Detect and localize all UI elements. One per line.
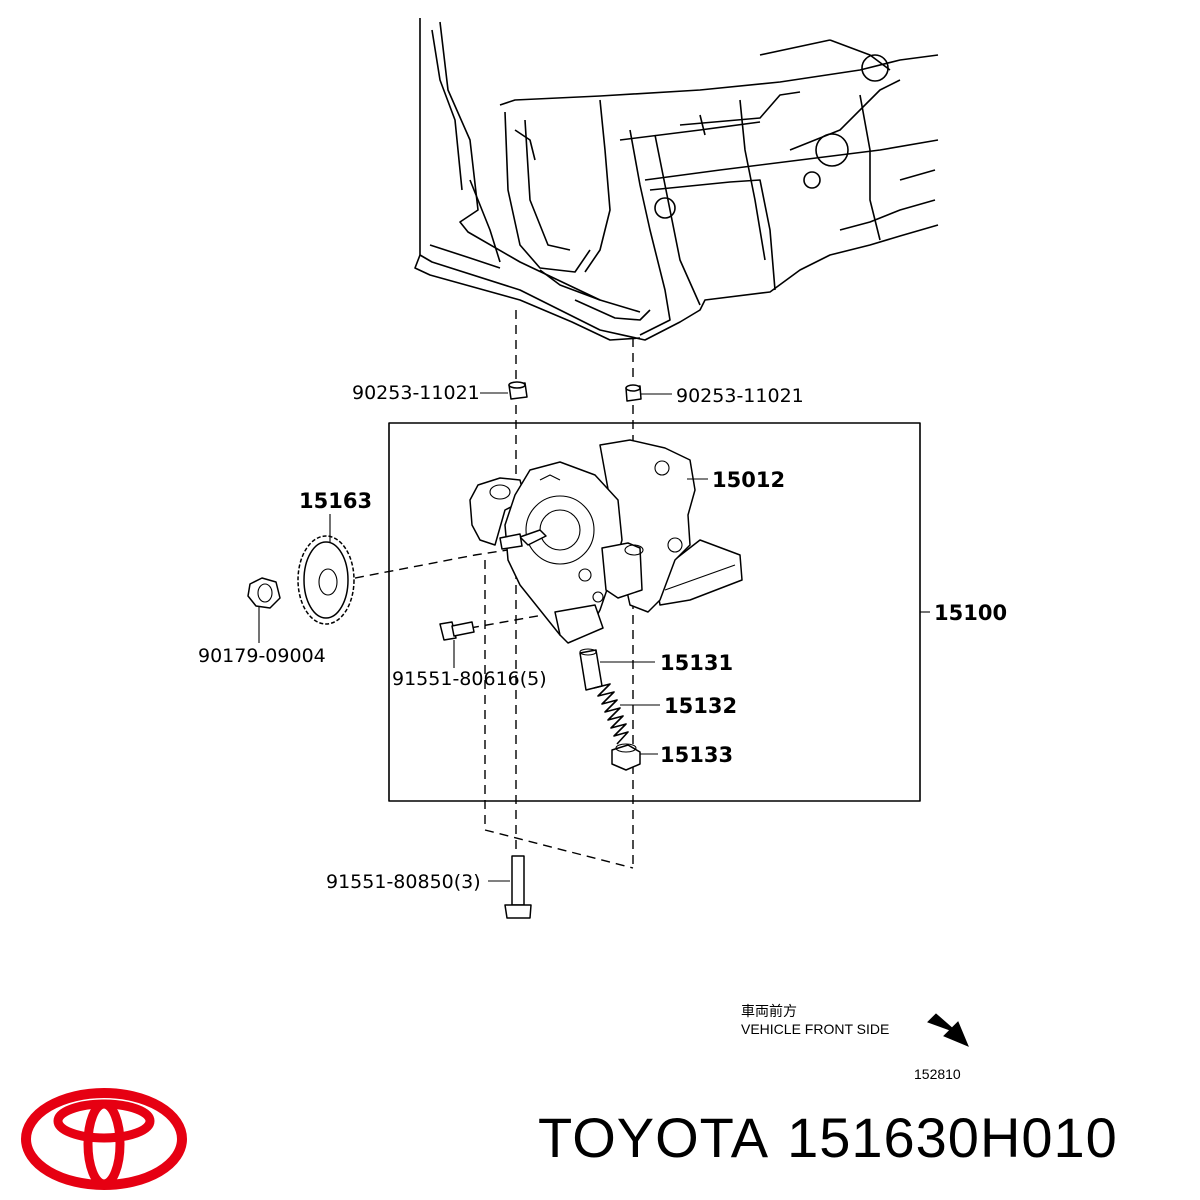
relief-valve-illustration <box>579 648 603 691</box>
callout-nut: 90179-09004 <box>198 645 326 667</box>
long-bolt-illustration <box>504 855 532 919</box>
callout-bolt-small: 91551-80616(5) <box>392 668 547 690</box>
orientation-note-japanese: 車両前方 <box>741 1003 797 1020</box>
callout-sprocket: 15163 <box>299 489 372 513</box>
diagram-code: 152810 <box>914 1066 961 1082</box>
callout-bush-right: 90253-11021 <box>676 385 804 407</box>
nut-illustration <box>247 577 281 609</box>
bush-part-left <box>508 381 528 400</box>
callout-valve: 15131 <box>660 651 733 675</box>
orientation-note-english: VEHICLE FRONT SIDE <box>741 1021 889 1037</box>
oil-pump-illustration <box>469 439 743 644</box>
toyota-logo-icon <box>21 1088 187 1190</box>
plug-illustration <box>611 743 641 771</box>
part-number: 151630H010 <box>787 1106 1118 1169</box>
small-bolt-illustration <box>439 621 475 641</box>
leader-lines <box>258 392 930 882</box>
callout-plug: 15133 <box>660 743 733 767</box>
spring-illustration <box>593 683 629 745</box>
callout-pump-body: 15012 <box>712 468 785 492</box>
callout-bush-left: 90253-11021 <box>352 382 480 404</box>
callout-assembly: 15100 <box>934 601 1007 625</box>
sprocket-illustration <box>297 535 355 625</box>
brand-name: TOYOTA <box>538 1106 770 1169</box>
arrow-down-right-icon <box>927 1013 969 1047</box>
bush-part-right <box>625 384 642 402</box>
callout-bolt-long: 91551-80850(3) <box>326 871 481 893</box>
callout-spring: 15132 <box>664 694 737 718</box>
engine-block-illustration <box>414 18 939 341</box>
